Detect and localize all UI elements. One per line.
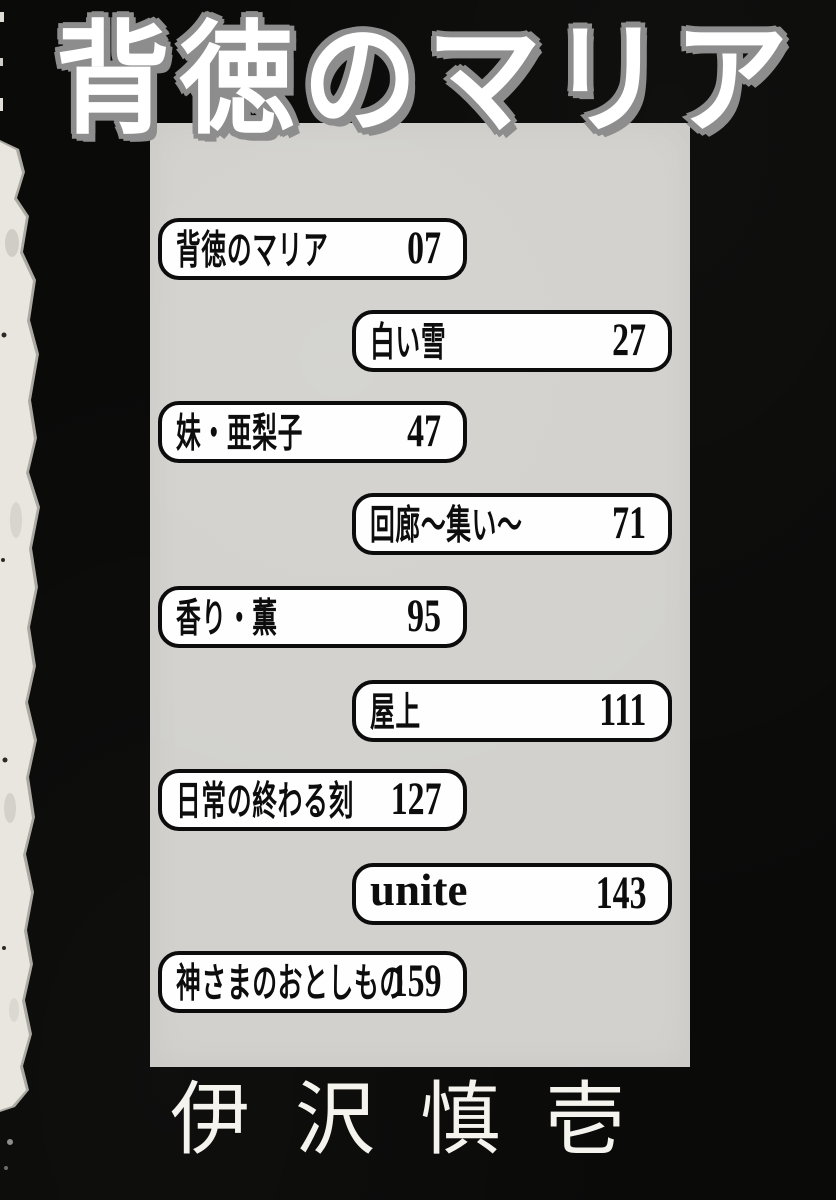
- chapter-title-label: 屋上: [370, 690, 421, 735]
- page-number: 71: [612, 496, 646, 549]
- page-number: 95: [407, 589, 441, 642]
- title-char: マ: [422, 8, 545, 153]
- toc-row-9: 神さまのおとしもの 159: [158, 951, 467, 1013]
- page-number: 127: [390, 772, 441, 825]
- author-char: 伊: [170, 1072, 250, 1166]
- toc-row-1: 背徳のマリア 07: [158, 218, 467, 280]
- toc-row-7: 日常の終わる刻 127: [158, 769, 467, 831]
- page-number: 143: [595, 866, 646, 919]
- page-title: 背 徳 の マ リ ア: [51, 6, 792, 171]
- toc-row-5: 香り・薫 95: [158, 586, 467, 648]
- title-char: リ: [546, 8, 669, 153]
- chapter-title-label: 回廊～集い～: [370, 503, 523, 548]
- chapter-title-label: 神さまのおとしもの: [176, 961, 405, 1006]
- title-char: ア: [669, 8, 792, 153]
- chapter-title-label: 日常の終わる刻: [176, 779, 354, 824]
- toc-row-8: unite 143: [352, 863, 672, 925]
- page-number: 47: [407, 404, 441, 457]
- title-char: 背: [51, 8, 174, 153]
- title-char: の: [299, 8, 422, 153]
- author-char: 慎: [420, 1072, 500, 1166]
- author-char: 壱: [545, 1072, 625, 1166]
- page-number: 111: [598, 683, 646, 736]
- chapter-title-label: unite: [370, 864, 468, 915]
- chapter-title-label: 背徳のマリア: [176, 228, 329, 273]
- author-char: 沢: [295, 1072, 375, 1166]
- chapter-title-label: 香り・薫: [176, 596, 278, 641]
- page-number: 27: [612, 313, 646, 366]
- chapter-title-label: 妹・亜梨子: [176, 411, 304, 456]
- chapter-title-label: 白い雪: [370, 320, 447, 365]
- author-name: 伊 沢 慎 壱: [170, 1072, 625, 1167]
- toc-row-6: 屋上 111: [352, 680, 672, 742]
- page-number: 07: [407, 221, 441, 274]
- torn-paper-edge: [0, 12, 40, 1170]
- toc-row-2: 白い雪 27: [352, 310, 672, 372]
- title-char: 徳: [175, 8, 298, 153]
- toc-row-3: 妹・亜梨子 47: [158, 401, 467, 463]
- toc-row-4: 回廊～集い～ 71: [352, 493, 672, 555]
- page-number: 159: [390, 954, 441, 1007]
